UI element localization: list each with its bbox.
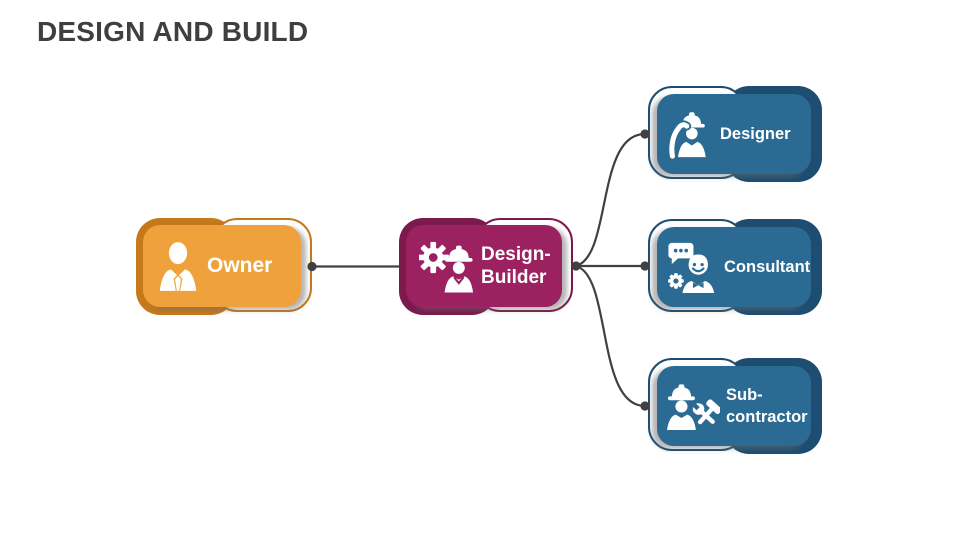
node-owner: Owner — [136, 218, 312, 315]
architect-blueprint-icon — [667, 112, 706, 160]
slide-title: DESIGN AND BUILD — [37, 16, 309, 47]
design-builder-label-line2: Builder — [481, 267, 547, 288]
design-builder-card: Design- Builder — [406, 225, 562, 307]
owner-card: Owner — [143, 225, 301, 307]
designer-card: Designer — [657, 94, 811, 174]
subcontractor-label-line2: contractor — [726, 408, 808, 426]
consultant-label: Consultant — [724, 256, 810, 278]
consultant-card: Consultant — [657, 227, 811, 307]
subcontractor-label-line1: Sub- — [726, 386, 763, 404]
node-design-builder: Design- Builder — [399, 218, 573, 315]
connector-designbuilder-designer — [575, 132, 646, 268]
node-subcontractor: Sub- contractor — [648, 358, 822, 454]
connector-designbuilder-subcontractor — [575, 264, 646, 408]
owner-label: Owner — [207, 254, 272, 278]
gear-engineer-icon — [419, 241, 474, 293]
design-builder-label-line1: Design- — [481, 244, 551, 265]
consultant-speech-gear-icon — [668, 242, 715, 293]
designer-label-line1: Designer — [720, 125, 791, 143]
worker-tools-icon — [667, 384, 720, 431]
subcontractor-card: Sub- contractor — [657, 366, 811, 446]
businessman-icon — [159, 242, 197, 291]
node-designer: Designer — [648, 86, 822, 182]
designer-label: Designer — [720, 123, 791, 145]
design-builder-label: Design- Builder — [481, 243, 551, 289]
node-consultant: Consultant — [648, 219, 822, 315]
owner-label-line1: Owner — [207, 254, 273, 277]
subcontractor-label: Sub- contractor — [726, 384, 808, 428]
consultant-label-line1: Consultant — [724, 258, 811, 276]
